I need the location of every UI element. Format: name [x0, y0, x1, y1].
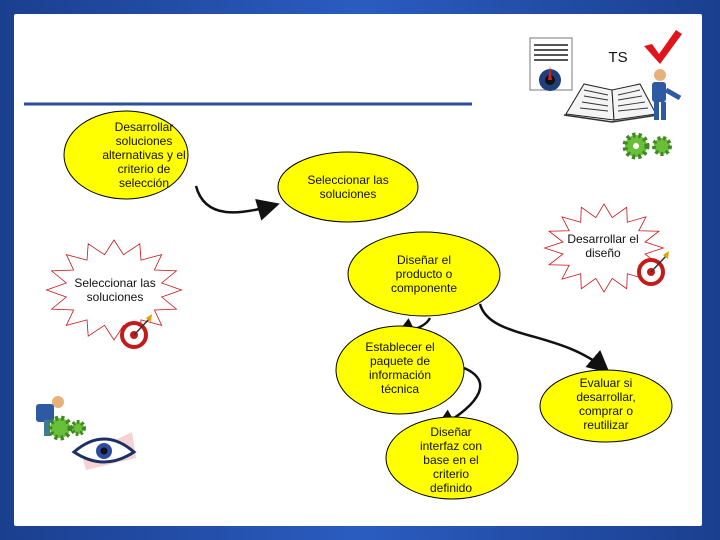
gear-icon: [47, 415, 86, 441]
node-6-shape: [335, 325, 465, 415]
node-5-label: Desarrollar el diseño: [567, 232, 639, 260]
node-5-burst: [543, 203, 665, 293]
book-icon: [563, 83, 659, 123]
node-6-label: Establecer el paquete de información téc…: [365, 340, 435, 396]
node-1-label: Desarrollar soluciones alternativas y el…: [102, 120, 186, 190]
node-4-label: Diseñar el producto o componente: [390, 253, 458, 295]
connector-n4-n7: [478, 303, 610, 374]
node-8-shape: [385, 416, 519, 500]
target-icon: [120, 314, 152, 349]
person-pointing-icon: [652, 69, 682, 120]
ts-label: TS: [608, 49, 628, 66]
node-3-shape: [277, 151, 419, 223]
gear-icon: [622, 132, 672, 160]
node-2-burst: [45, 239, 183, 341]
node-1-shape: [63, 110, 189, 200]
node-2-label: Seleccionar las soluciones: [74, 276, 156, 304]
node-7-shape: [539, 369, 673, 443]
node-4-shape: [347, 231, 501, 317]
eye-icon: [71, 432, 137, 470]
node-3-label: Seleccionar las soluciones: [307, 173, 389, 201]
connector-n1-n3: [194, 185, 280, 221]
node-8-label: Diseñar interfaz con base en el criterio…: [419, 425, 483, 495]
node-7-label: Evaluar si desarrollar, comprar o reutil…: [576, 376, 636, 432]
document-icon: [529, 37, 573, 91]
check-icon: [644, 30, 682, 64]
target-icon: [637, 251, 669, 286]
person-pointing-icon: [36, 396, 64, 436]
